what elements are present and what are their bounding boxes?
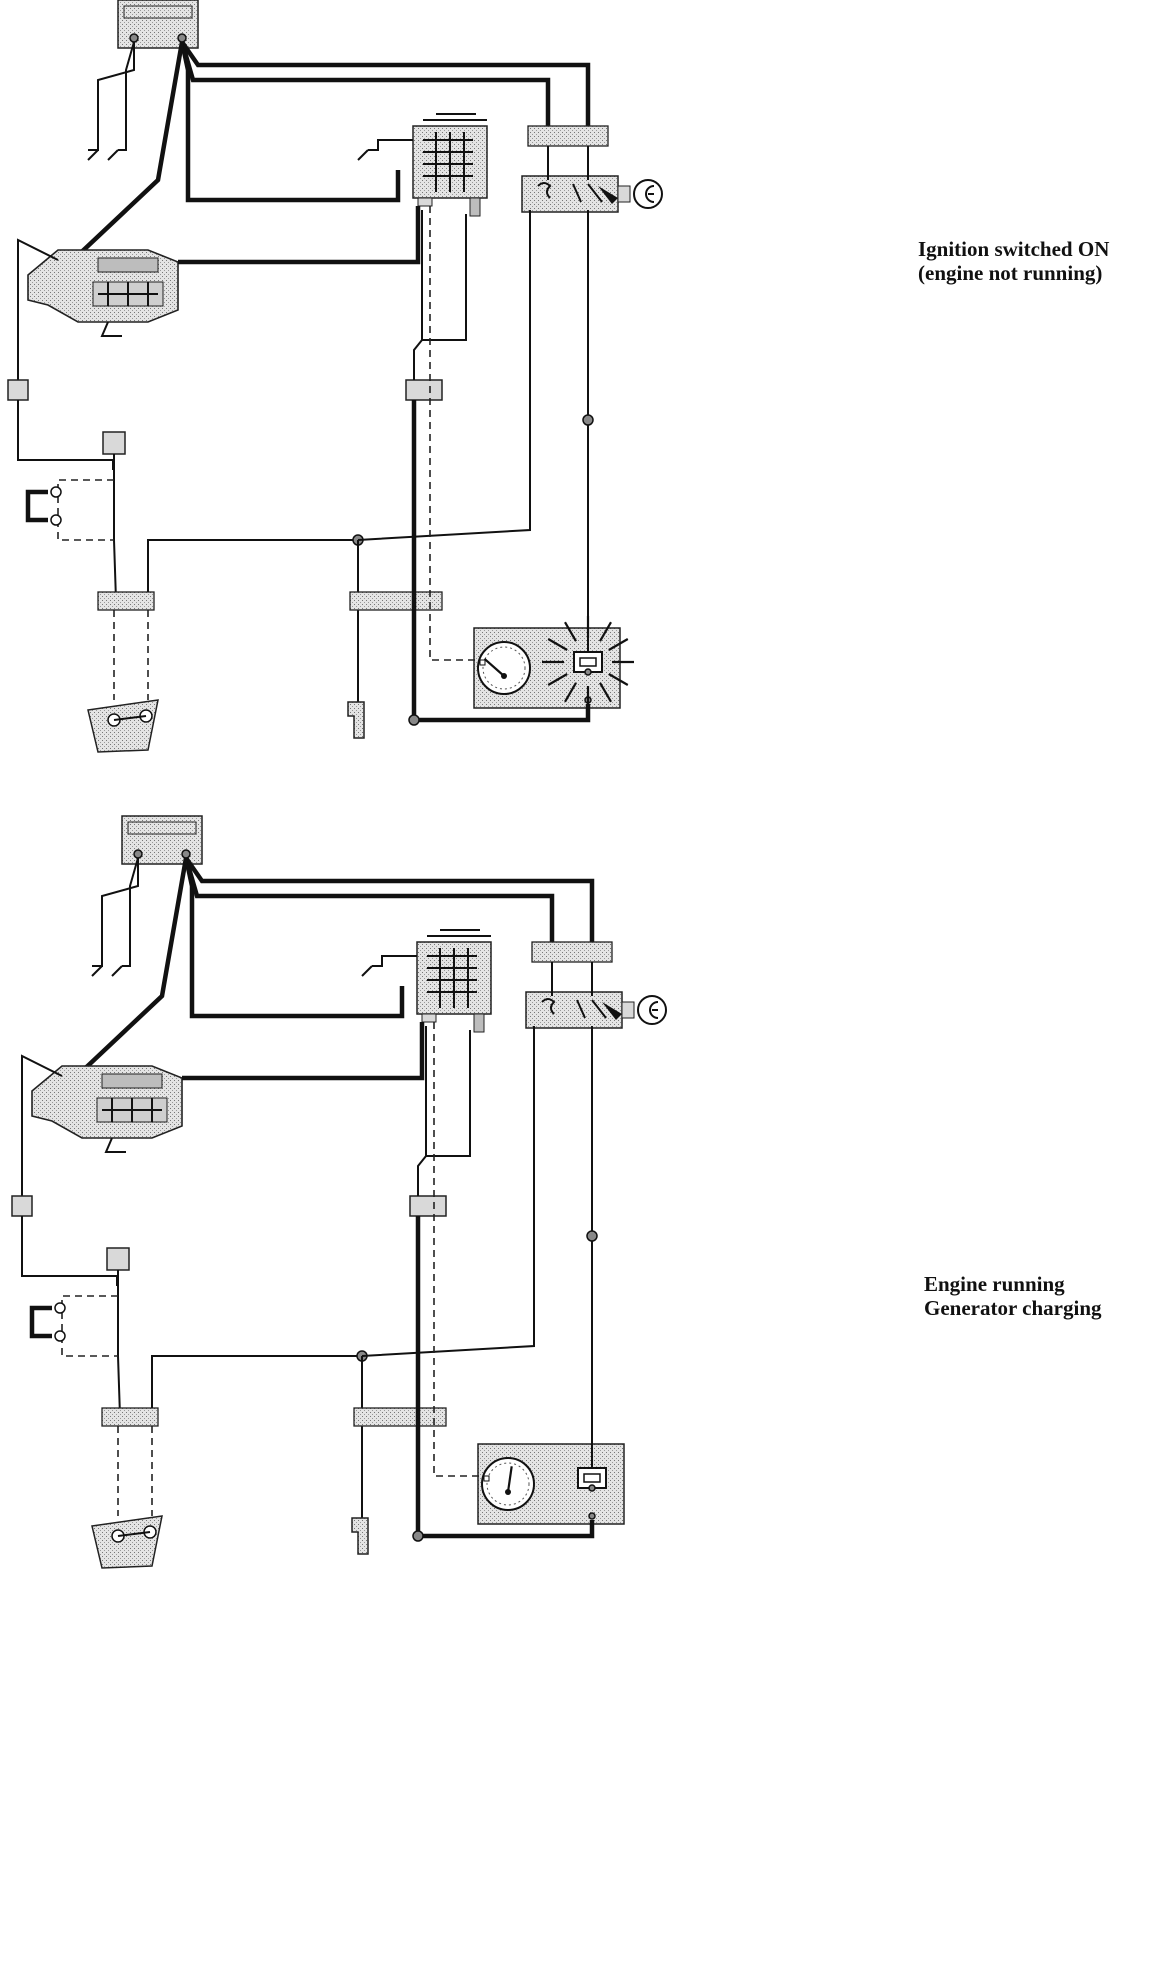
fuse-box-top (531, 941, 613, 963)
circuit-engine-running (11, 815, 667, 1569)
lamp-ray (547, 673, 568, 686)
label-engine-running: Engine running Generator charging (924, 1272, 1102, 1320)
battery-icon (121, 815, 203, 865)
label-ignition-on: Ignition switched ON (engine not running… (918, 237, 1109, 285)
fuse-box-top (527, 125, 609, 147)
generator-icon (31, 1065, 183, 1153)
lamp-ray (564, 621, 577, 642)
ground-point-icon (351, 1517, 369, 1555)
lamp-ray (608, 673, 629, 686)
instrument-cluster-icon (473, 616, 634, 709)
label-ignition-on-line2: (engine not running) (918, 261, 1103, 285)
sender-switch-icon (87, 699, 159, 753)
voltage-regulator-icon (416, 929, 492, 1033)
label-engine-running-line2: Generator charging (924, 1296, 1102, 1320)
instrument-cluster-icon (477, 1443, 625, 1525)
lamp-ray (599, 621, 612, 642)
voltage-regulator-icon (412, 113, 488, 217)
label-ignition-on-line1: Ignition switched ON (918, 237, 1110, 261)
ignition-switch-icon (521, 175, 663, 213)
battery-icon (117, 0, 199, 49)
sender-switch-icon (91, 1515, 163, 1569)
lamp-ray (608, 638, 629, 651)
label-engine-running-line1: Engine running (924, 1272, 1065, 1296)
circuit-ignition-on (7, 0, 663, 753)
ignition-switch-icon (525, 991, 667, 1029)
lamp-ray (564, 682, 577, 703)
ground-point-icon (347, 701, 365, 739)
lamp-ray (547, 638, 568, 651)
generator-icon (27, 249, 179, 337)
lamp-ray (599, 682, 612, 703)
